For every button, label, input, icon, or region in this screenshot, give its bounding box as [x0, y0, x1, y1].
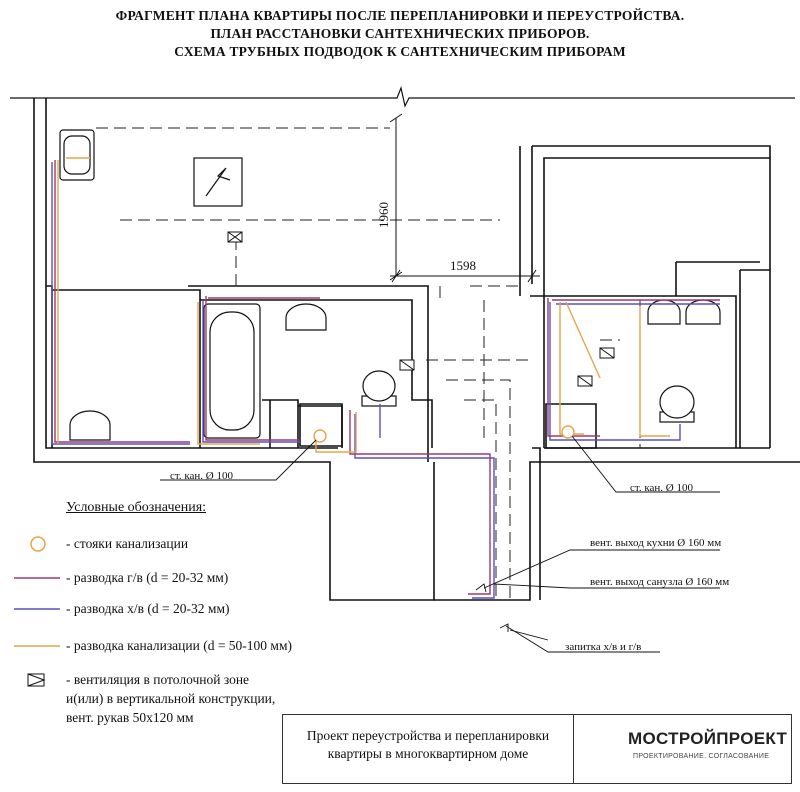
title-line-2: ПЛАН РАССТАНОВКИ САНТЕХНИЧЕСКИХ ПРИБОРОВ… — [210, 26, 590, 41]
project-name-line-2: квартиры в многоквартирном доме — [327, 746, 529, 761]
dimension-lines — [389, 113, 540, 283]
walls — [10, 85, 800, 601]
callout-vent-bathroom: вент. выход санузла Ø 160 мм — [590, 576, 730, 588]
legend-item-cold-water: - разводка х/в (d = 20-32 мм) — [66, 601, 230, 616]
cold-water-pipes — [51, 162, 720, 599]
legend-heading: Условные обозначения: — [66, 500, 207, 515]
dimension-vertical: 1960 — [376, 202, 391, 228]
legend-item-sewer-riser: - стояки канализации — [66, 536, 189, 551]
company-tagline: ПРОЕКТИРОВАНИЕ. СОГЛАСОВАНИЕ — [633, 753, 770, 760]
callout-riser-left: ст. кан. Ø 100 — [170, 470, 234, 482]
callout-riser-right: ст. кан. Ø 100 — [630, 482, 694, 494]
dimension-horizontal: 1598 — [450, 258, 476, 273]
fixtures — [59, 129, 721, 441]
legend-item-hot-water: - разводка г/в (d = 20-32 мм) — [66, 570, 229, 585]
title-block-divider — [573, 715, 574, 783]
hot-water-pipes — [54, 160, 720, 595]
sewer-riser-left — [313, 429, 327, 443]
company-name: МОСТРОЙПРОЕКТ — [628, 729, 788, 748]
callout-leaders — [160, 435, 720, 653]
vent-symbols — [227, 231, 615, 387]
sewage-pipes — [57, 157, 670, 453]
legend-vent-line-2: и(или) в вертикальной конструкции, — [66, 691, 276, 706]
project-name: Проект переустройства и перепланировки к… — [283, 727, 573, 763]
callout-water-supply: запитка х/в и г/в — [565, 641, 642, 653]
legend-item-sewage: - разводка канализации (d = 50-100 мм) — [66, 638, 293, 653]
sewer-riser-right — [561, 425, 575, 439]
title-line-1: ФРАГМЕНТ ПЛАНА КВАРТИРЫ ПОСЛЕ ПЕРЕПЛАНИР… — [115, 8, 685, 23]
title-line-3: СХЕМА ТРУБНЫХ ПОДВОДОК К САНТЕХНИЧЕСКИМ … — [174, 44, 626, 59]
dashed-lines — [96, 127, 641, 600]
legend-vent-line-3: вент. рукав 50х120 мм — [66, 710, 194, 725]
callout-vent-kitchen: вент. выход кухни Ø 160 мм — [590, 537, 722, 549]
project-name-line-1: Проект переустройства и перепланировки — [306, 728, 550, 743]
legend-marks — [14, 536, 60, 687]
title-block: Проект переустройства и перепланировки к… — [282, 714, 792, 784]
legend-vent-line-1: - вентиляция в потолочной зоне — [66, 672, 250, 687]
